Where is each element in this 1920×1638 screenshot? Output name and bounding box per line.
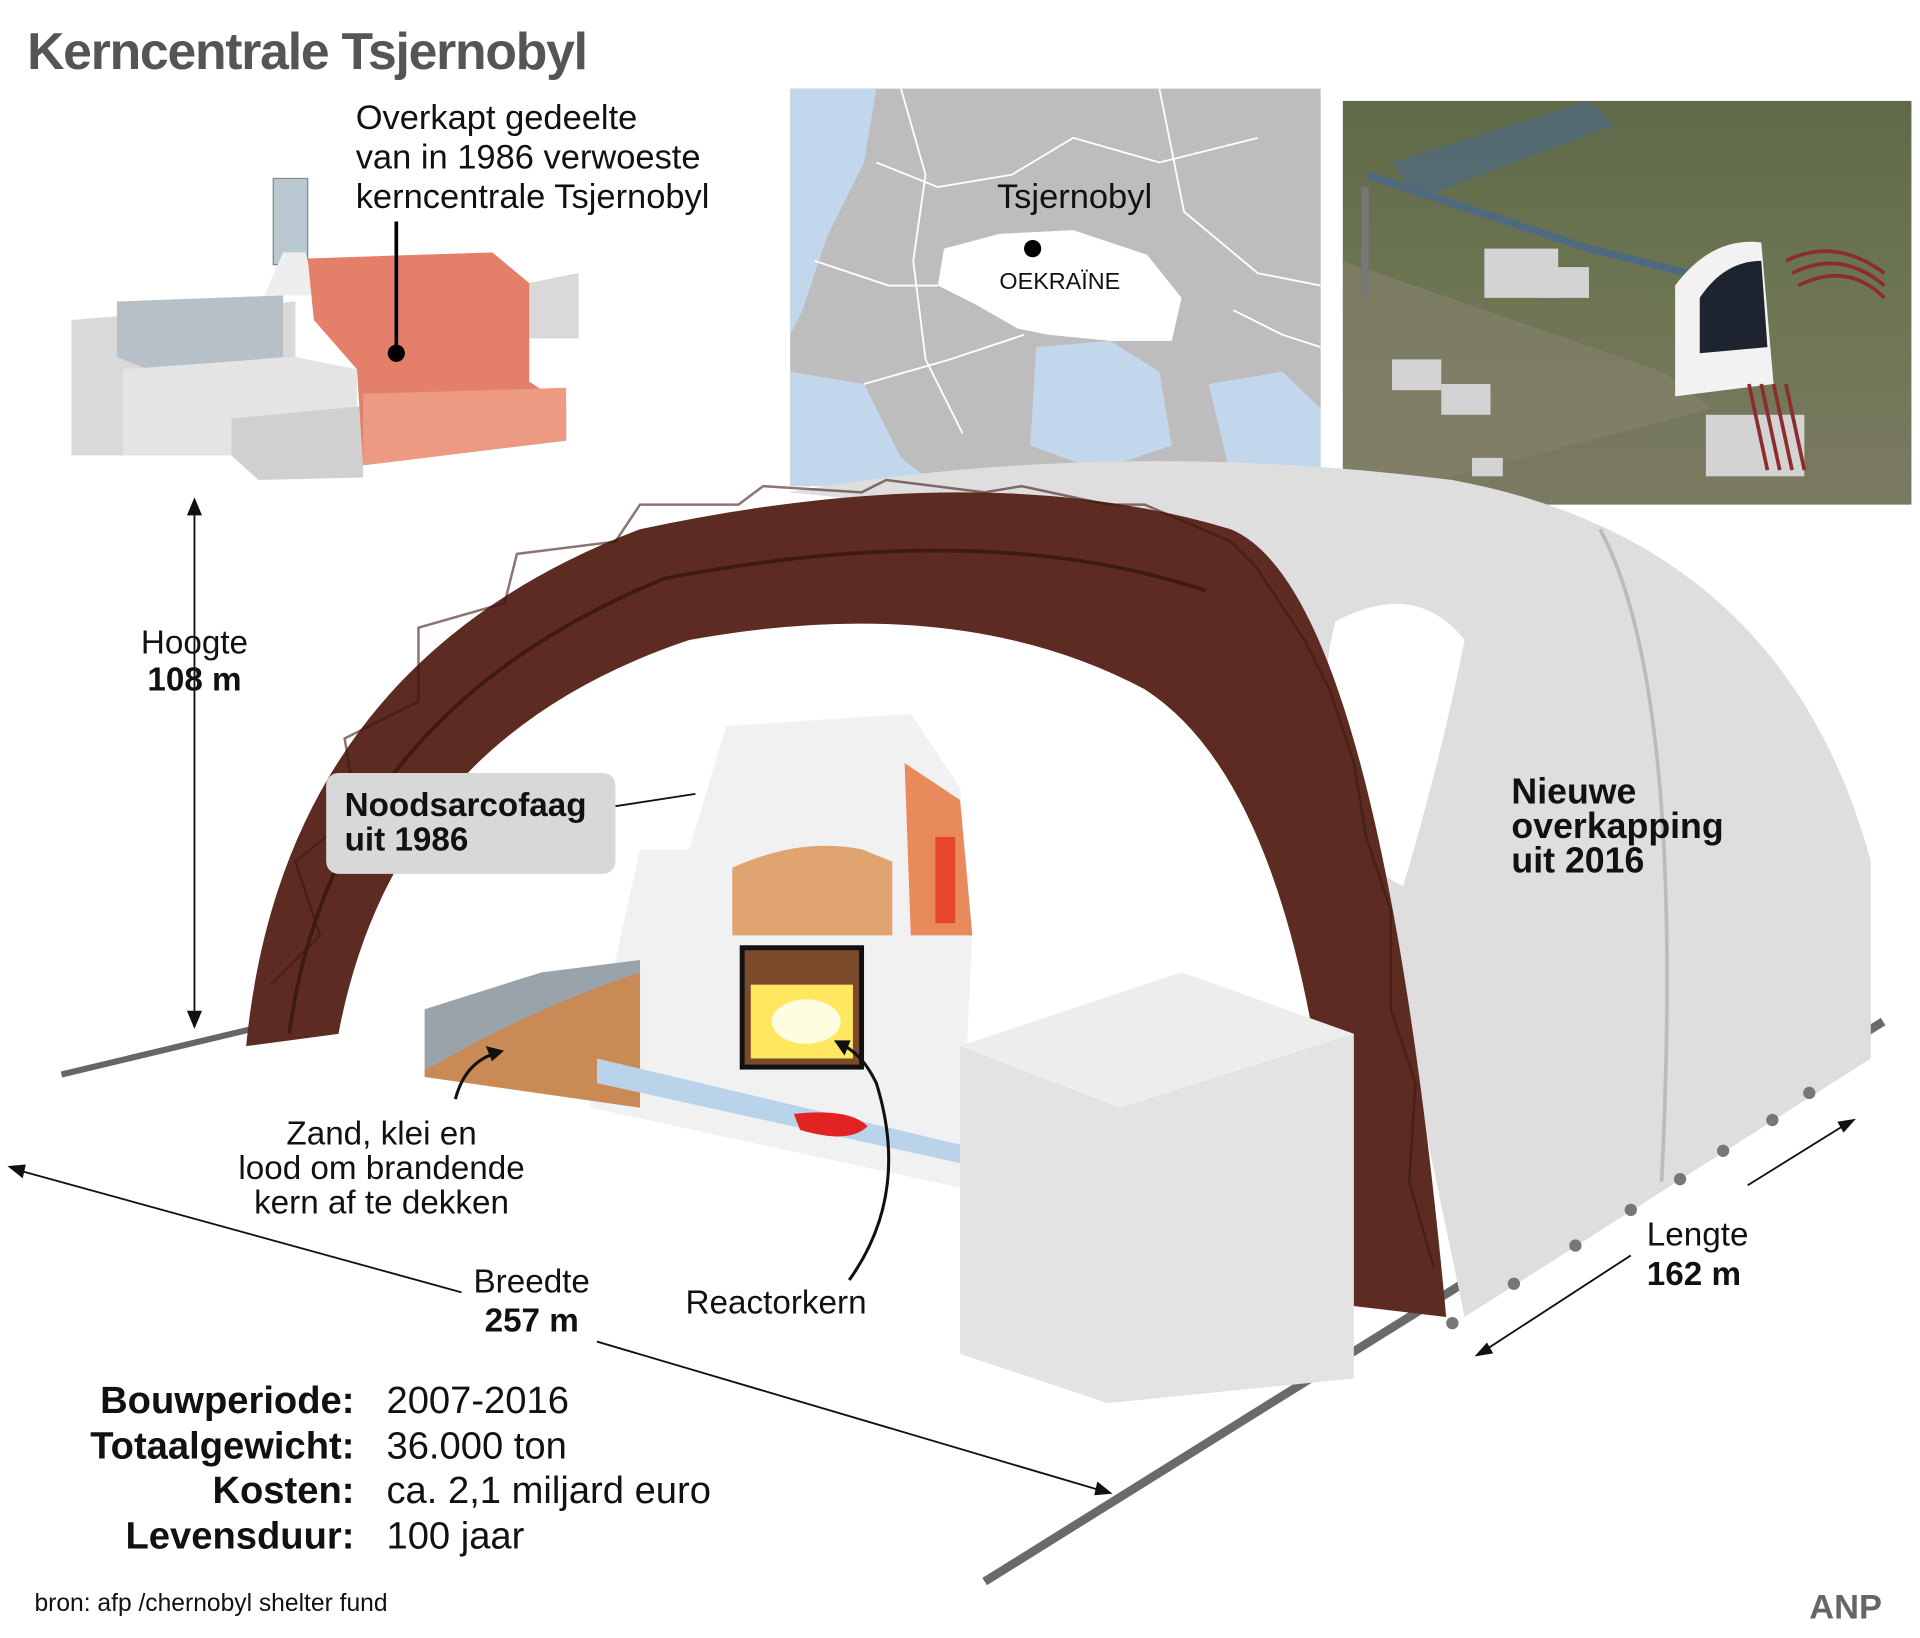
truss-arch xyxy=(246,492,1447,1317)
new-cover-line: Nieuwe xyxy=(1511,772,1637,813)
new-cover-line: uit 2016 xyxy=(1511,841,1645,882)
map-graphic xyxy=(790,88,1321,487)
sarcophagus-line: uit 1986 xyxy=(344,820,469,858)
stat-value: ca. 2,1 miljard euro xyxy=(386,1468,711,1512)
stat-value: 100 jaar xyxy=(386,1513,525,1557)
height-label: Hoogte 108 m xyxy=(133,624,256,698)
truss-lattice xyxy=(269,478,1436,1269)
stats-row: Bouwperiode: 2007-2016 xyxy=(37,1378,711,1423)
callout-line: Overkapt gedeelte xyxy=(355,98,638,137)
sarcophagus-line: Noodsarcofaag xyxy=(344,786,587,824)
sand-line: Zand, klei en xyxy=(286,1115,477,1153)
stats-row: Kosten: ca. 2,1 miljard euro xyxy=(37,1468,711,1513)
reactor-core-label: Reactorkern xyxy=(685,1283,867,1321)
stats-table: Bouwperiode: 2007-2016 Totaalgewicht: 36.0… xyxy=(37,1378,711,1558)
length-label: Lengte 162 m xyxy=(1647,1215,1749,1294)
ukraine-shape xyxy=(937,230,1182,341)
stat-value: 36.000 ton xyxy=(386,1423,567,1467)
height-label-text: Hoogte xyxy=(140,624,249,661)
stat-key: Bouwperiode: xyxy=(100,1378,355,1422)
tsjernobyl-marker xyxy=(1024,240,1042,258)
page-title: Kerncentrale Tsjernobyl xyxy=(27,22,588,81)
stat-value: 2007-2016 xyxy=(386,1378,569,1422)
width-value: 257 m xyxy=(484,1302,579,1340)
aerial-graphic xyxy=(1342,100,1886,505)
height-value: 108 m xyxy=(147,660,242,698)
length-label-text: Lengte xyxy=(1646,1216,1749,1253)
sand-line: kern af te dekken xyxy=(254,1184,510,1221)
sarcophagus-label-box xyxy=(326,772,616,874)
anp-logo: ANP xyxy=(1809,1587,1883,1626)
aerial-photo xyxy=(1342,100,1912,505)
source-credit: bron: afp /chernobyl shelter fund xyxy=(34,1590,388,1618)
stat-key: Levensduur: xyxy=(125,1513,355,1557)
new-cover-shell xyxy=(787,461,1871,1317)
callout-line: van in 1986 verwoeste xyxy=(355,137,701,177)
dimension-arrows xyxy=(7,497,1857,1496)
reactor-building-illustration xyxy=(71,177,579,481)
callout-line: kerncentrale Tsjernobyl xyxy=(355,177,710,216)
map-city-label: Tsjernobyl xyxy=(996,177,1153,216)
width-label: Breedte 257 m xyxy=(458,1262,606,1341)
sarcophagus-label: Noodsarcofaag uit 1986 xyxy=(345,788,587,857)
map-country-label: OEKRAÏNE xyxy=(999,269,1121,296)
sand-label: Zand, klei en lood om brandende kern af … xyxy=(197,1116,566,1219)
width-label-text: Breedte xyxy=(473,1262,590,1300)
location-map: Tsjernobyl OEKRAÏNE xyxy=(790,88,1321,487)
stat-key: Totaalgewicht: xyxy=(90,1423,355,1467)
stats-row: Levensduur: 100 jaar xyxy=(37,1513,711,1558)
sand-pile xyxy=(424,972,641,1108)
overkapt-callout: Overkapt gedeelte van in 1986 verwoeste … xyxy=(356,98,710,216)
length-value: 162 m xyxy=(1646,1255,1742,1293)
new-cover-line: overkapping xyxy=(1511,807,1724,847)
stat-key: Kosten: xyxy=(212,1468,355,1512)
sand-line: lood om brandende xyxy=(238,1149,525,1187)
stats-row: Totaalgewicht: 36.000 ton xyxy=(37,1423,711,1468)
new-cover-label: Nieuwe overkapping uit 2016 xyxy=(1511,772,1724,882)
